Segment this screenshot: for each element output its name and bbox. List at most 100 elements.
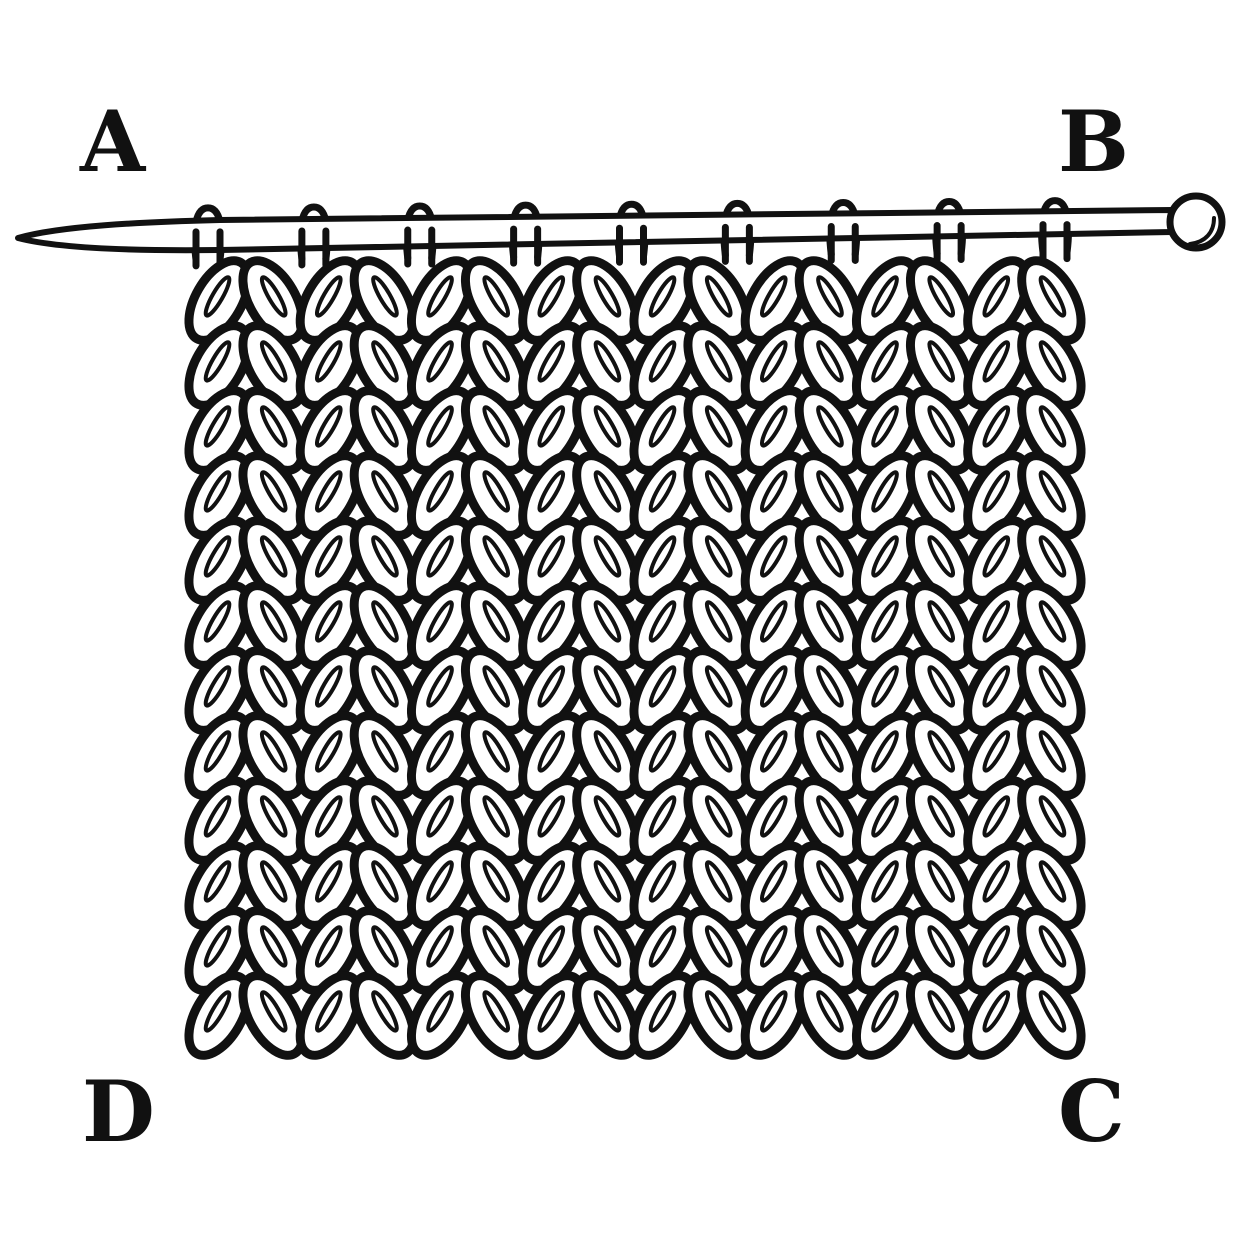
stitch-highlight — [1038, 925, 1067, 968]
stitch-highlight — [871, 665, 899, 708]
stitch-highlight — [203, 730, 232, 773]
stitch-highlight — [759, 795, 788, 838]
knit-stitch — [629, 256, 752, 345]
stitch-highlight — [426, 795, 454, 838]
stitch-highlight — [537, 795, 566, 838]
stitch-highlight — [871, 730, 899, 773]
stitch-highlight — [816, 535, 844, 578]
knit-stitch — [184, 516, 307, 605]
stitch-highlight — [816, 665, 844, 708]
knit-stitch — [629, 321, 752, 410]
knit-stitch — [629, 906, 752, 995]
stitch-highlight — [759, 340, 788, 383]
knit-stitch — [851, 451, 975, 540]
stitch-highlight — [371, 275, 399, 318]
stitch-highlight — [759, 470, 788, 513]
stitch-highlight — [314, 535, 343, 578]
stitch-highlight — [259, 795, 288, 838]
stitch-highlight — [314, 405, 343, 448]
stitch-highlight — [704, 860, 733, 903]
stitch-highlight — [704, 470, 733, 513]
knit-stitch — [295, 841, 419, 930]
stitch-highlight — [927, 990, 956, 1033]
stitch-highlight — [259, 925, 288, 968]
stitch-highlight — [593, 860, 622, 903]
stitch-highlight — [982, 730, 1011, 773]
knit-stitch — [406, 776, 530, 865]
knit-stitch — [518, 451, 641, 540]
knit-stitch — [295, 256, 419, 345]
stitch-highlight — [426, 665, 454, 708]
knit-stitch — [851, 971, 975, 1060]
stitch-highlight — [537, 535, 566, 578]
stitch-highlight — [816, 860, 844, 903]
stitch-highlight — [648, 990, 677, 1033]
knit-stitch — [406, 516, 530, 605]
stitch-highlight — [537, 925, 566, 968]
stitch-row — [184, 971, 1086, 1060]
stitch-highlight — [1038, 275, 1067, 318]
knit-stitch — [406, 256, 530, 345]
stitch-highlight — [816, 600, 844, 643]
knit-stitch — [629, 451, 752, 540]
stitch-highlight — [704, 990, 733, 1033]
stitch-highlight — [482, 730, 511, 773]
knit-stitch — [518, 646, 641, 735]
stitch-highlight — [927, 860, 956, 903]
knit-stitch — [851, 711, 975, 800]
stitch-highlight — [426, 405, 454, 448]
knit-stitch — [184, 646, 307, 735]
stitch-highlight — [426, 925, 454, 968]
knit-stitch — [406, 451, 530, 540]
stitch-highlight — [203, 600, 232, 643]
stitch-highlight — [371, 990, 399, 1033]
stitch-highlight — [927, 665, 956, 708]
knit-stitch — [963, 841, 1086, 930]
stitch-highlight — [482, 340, 511, 383]
knit-stitch — [295, 386, 419, 475]
stitch-highlight — [371, 535, 399, 578]
stitch-highlight — [593, 405, 622, 448]
stitch-highlight — [704, 925, 733, 968]
stitch-row — [184, 256, 1086, 345]
knit-stitch — [740, 776, 864, 865]
stitch-highlight — [1038, 990, 1067, 1033]
knit-stitch — [963, 256, 1086, 345]
stitch-row — [184, 646, 1086, 735]
stitch-highlight — [482, 795, 511, 838]
stitch-highlight — [704, 275, 733, 318]
stitch-row — [184, 451, 1086, 540]
knit-stitch — [184, 711, 307, 800]
corner-label-b: B — [1058, 92, 1129, 191]
stitch-highlight — [648, 925, 677, 968]
knit-stitch — [629, 711, 752, 800]
stitch-highlight — [537, 730, 566, 773]
knit-stitch — [963, 581, 1086, 670]
knit-stitch — [295, 646, 419, 735]
corner-label-c: C — [1058, 1062, 1125, 1161]
knit-stitch — [295, 516, 419, 605]
stitch-highlight — [927, 730, 956, 773]
knit-stitch — [295, 971, 419, 1060]
knit-stitch — [963, 646, 1086, 735]
stitch-highlight — [871, 600, 899, 643]
stitch-highlight — [648, 470, 677, 513]
knit-stitch — [629, 776, 752, 865]
knit-stitch — [184, 581, 307, 670]
stitch-highlight — [816, 730, 844, 773]
stitch-highlight — [927, 405, 956, 448]
knit-stitch — [740, 321, 864, 410]
knit-stitch — [518, 386, 641, 475]
knit-stitch — [851, 321, 975, 410]
corner-label-d: D — [82, 1062, 155, 1161]
knit-stitch — [851, 256, 975, 345]
stitch-highlight — [482, 535, 511, 578]
stitch-highlight — [482, 600, 511, 643]
knit-stitch — [406, 906, 530, 995]
stitch-highlight — [314, 340, 343, 383]
knit-stitch — [740, 516, 864, 605]
stitch-highlight — [1038, 730, 1067, 773]
stitch-highlight — [982, 860, 1011, 903]
stitch-highlight — [927, 600, 956, 643]
stitch-highlight — [816, 990, 844, 1033]
